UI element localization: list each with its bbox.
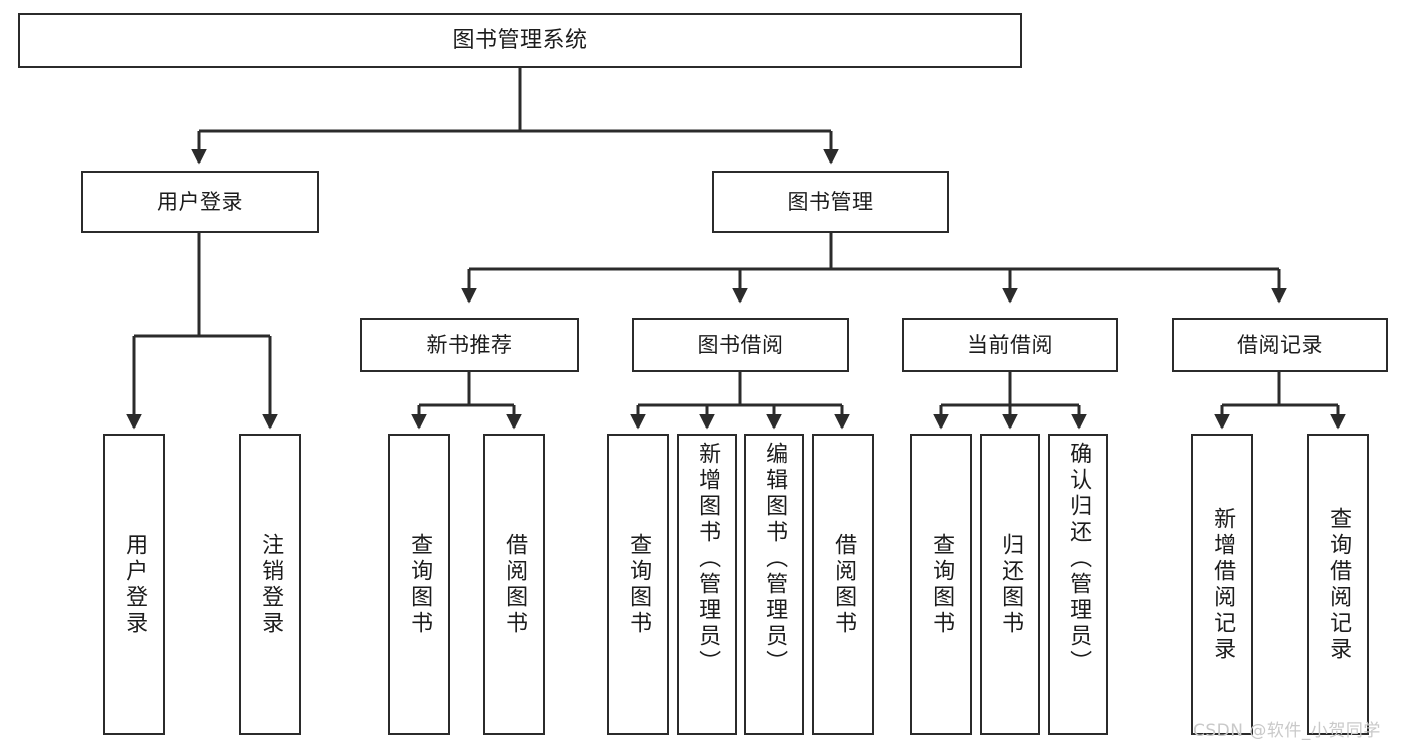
- leaf-borrow-book-borrowing[interactable]: 借阅图书: [812, 434, 874, 735]
- node-label: 确认归还（管理员）: [1066, 442, 1092, 676]
- node-user-login[interactable]: 用户登录: [81, 171, 319, 233]
- node-new-book-recommendation[interactable]: 新书推荐: [360, 318, 579, 372]
- node-label: 图书借阅: [697, 332, 784, 357]
- node-label: 借阅记录: [1237, 332, 1323, 357]
- node-current-borrowing[interactable]: 当前借阅: [902, 318, 1118, 372]
- node-label: 新书推荐: [426, 332, 513, 357]
- node-label: 用户登录: [122, 532, 148, 637]
- node-label: 查询借阅记录: [1326, 506, 1352, 663]
- node-label: 查询图书: [929, 532, 955, 637]
- node-label: 归还图书: [998, 532, 1024, 637]
- leaf-query-borrowing-record[interactable]: 查询借阅记录: [1307, 434, 1369, 735]
- leaf-borrow-book-recommendation[interactable]: 借阅图书: [483, 434, 545, 735]
- node-label: 查询图书: [407, 532, 433, 637]
- leaf-query-book-current[interactable]: 查询图书: [910, 434, 972, 735]
- leaf-add-borrowing-record[interactable]: 新增借阅记录: [1191, 434, 1253, 735]
- node-book-borrowing[interactable]: 图书借阅: [632, 318, 849, 372]
- node-label: 编辑图书（管理员）: [762, 442, 788, 676]
- node-label: 注销登录: [258, 532, 284, 637]
- node-label: 用户登录: [157, 189, 243, 214]
- node-label: 借阅图书: [831, 532, 857, 637]
- leaf-logout[interactable]: 注销登录: [239, 434, 301, 735]
- leaf-return-book[interactable]: 归还图书: [980, 434, 1040, 735]
- node-label: 借阅图书: [502, 532, 528, 637]
- leaf-user-login[interactable]: 用户登录: [103, 434, 165, 735]
- leaf-edit-book-admin[interactable]: 编辑图书（管理员）: [744, 434, 804, 735]
- leaf-confirm-return-admin[interactable]: 确认归还（管理员）: [1048, 434, 1108, 735]
- csdn-watermark: CSDN @软件_小贺同学: [1193, 721, 1381, 741]
- node-label: 当前借阅: [967, 332, 1053, 357]
- leaf-query-book-recommendation[interactable]: 查询图书: [388, 434, 450, 735]
- leaf-add-book-admin[interactable]: 新增图书（管理员）: [677, 434, 737, 735]
- node-label: 新增图书（管理员）: [695, 442, 721, 676]
- leaf-query-book-borrowing[interactable]: 查询图书: [607, 434, 669, 735]
- node-book-management[interactable]: 图书管理: [712, 171, 949, 233]
- node-label: 图书管理系统: [452, 27, 588, 53]
- node-borrowing-record[interactable]: 借阅记录: [1172, 318, 1388, 372]
- node-label: 图书管理: [787, 189, 874, 214]
- node-root-book-management-system[interactable]: 图书管理系统: [18, 13, 1022, 68]
- node-label: 查询图书: [626, 532, 652, 637]
- node-label: 新增借阅记录: [1210, 506, 1236, 663]
